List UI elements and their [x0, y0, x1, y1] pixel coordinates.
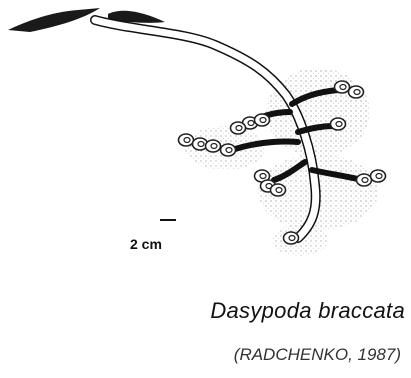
brood-cell	[335, 81, 350, 93]
brood-cell	[255, 114, 270, 126]
citation: (RADCHENKO, 1987)	[234, 345, 401, 365]
brood-cell	[284, 232, 299, 244]
brood-cell	[231, 122, 246, 134]
brood-cell	[221, 144, 236, 156]
brood-cell	[179, 134, 194, 146]
soil-mound-left	[8, 8, 100, 32]
brood-cell	[271, 184, 286, 196]
scale-label: 2 cm	[130, 236, 162, 252]
species-name: Dasypoda braccata	[210, 298, 405, 324]
brood-cell	[371, 170, 386, 182]
brood-cell	[331, 118, 346, 130]
brood-cell	[206, 140, 221, 152]
nest-diagram	[0, 0, 411, 290]
brood-cell	[349, 86, 364, 98]
brood-cell	[357, 174, 372, 186]
